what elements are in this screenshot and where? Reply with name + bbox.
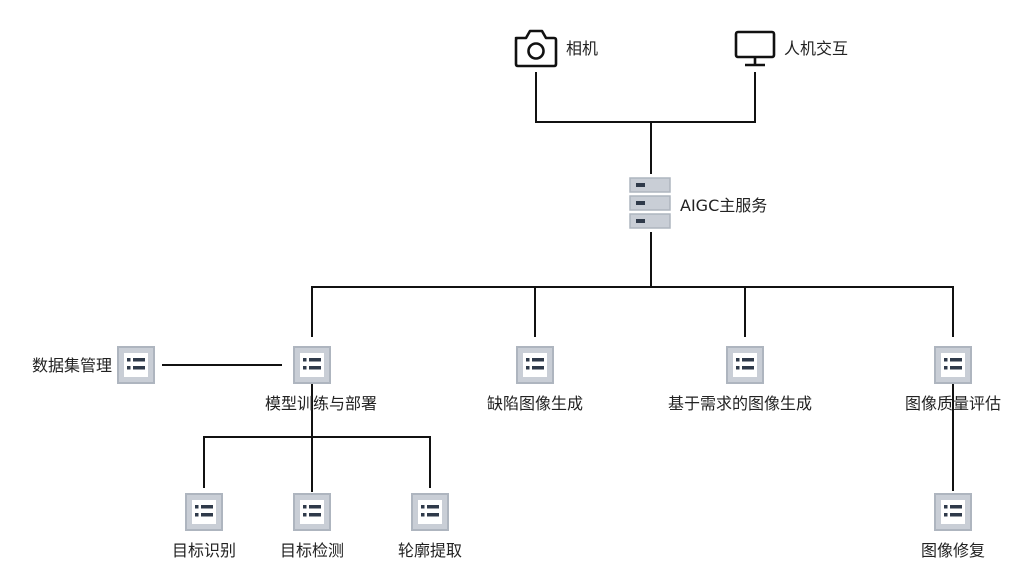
edge-main-bus: [311, 286, 954, 337]
list-icon-quality: [934, 346, 972, 384]
node-label-dataset: 数据集管理: [31, 356, 112, 375]
list-icon-detect: [293, 493, 331, 531]
camera-icon: [514, 29, 558, 68]
node-label-train: 模型训练与部署: [264, 394, 378, 413]
list-icon-contour: [411, 493, 449, 531]
edge-sub-bus: [203, 436, 431, 488]
list-icon-recog: [185, 493, 223, 531]
node-label-contour: 轮廓提取: [397, 541, 463, 560]
node-label-server: AIGC主服务: [680, 196, 768, 215]
node-label-defect: 缺陷图像生成: [486, 394, 584, 413]
node-label-detect: 目标检测: [279, 541, 345, 560]
node-label-quality: 图像质量评估: [904, 394, 1002, 413]
edge-camera-hci-bus: [535, 72, 756, 123]
node-label-repair: 图像修复: [920, 541, 986, 560]
node-label-recog: 目标识别: [171, 541, 237, 560]
node-label-demand: 基于需求的图像生成: [667, 394, 813, 413]
list-icon-repair: [934, 493, 972, 531]
list-icon-demand: [726, 346, 764, 384]
list-icon-defect: [516, 346, 554, 384]
list-icon-dataset: [117, 346, 155, 384]
connectors: [162, 72, 954, 492]
node-label-hci: 人机交互: [784, 39, 849, 58]
server-icon: [629, 177, 671, 229]
list-icon-train: [293, 346, 331, 384]
node-label-camera: 相机: [566, 39, 599, 58]
monitor-icon: [734, 30, 776, 67]
